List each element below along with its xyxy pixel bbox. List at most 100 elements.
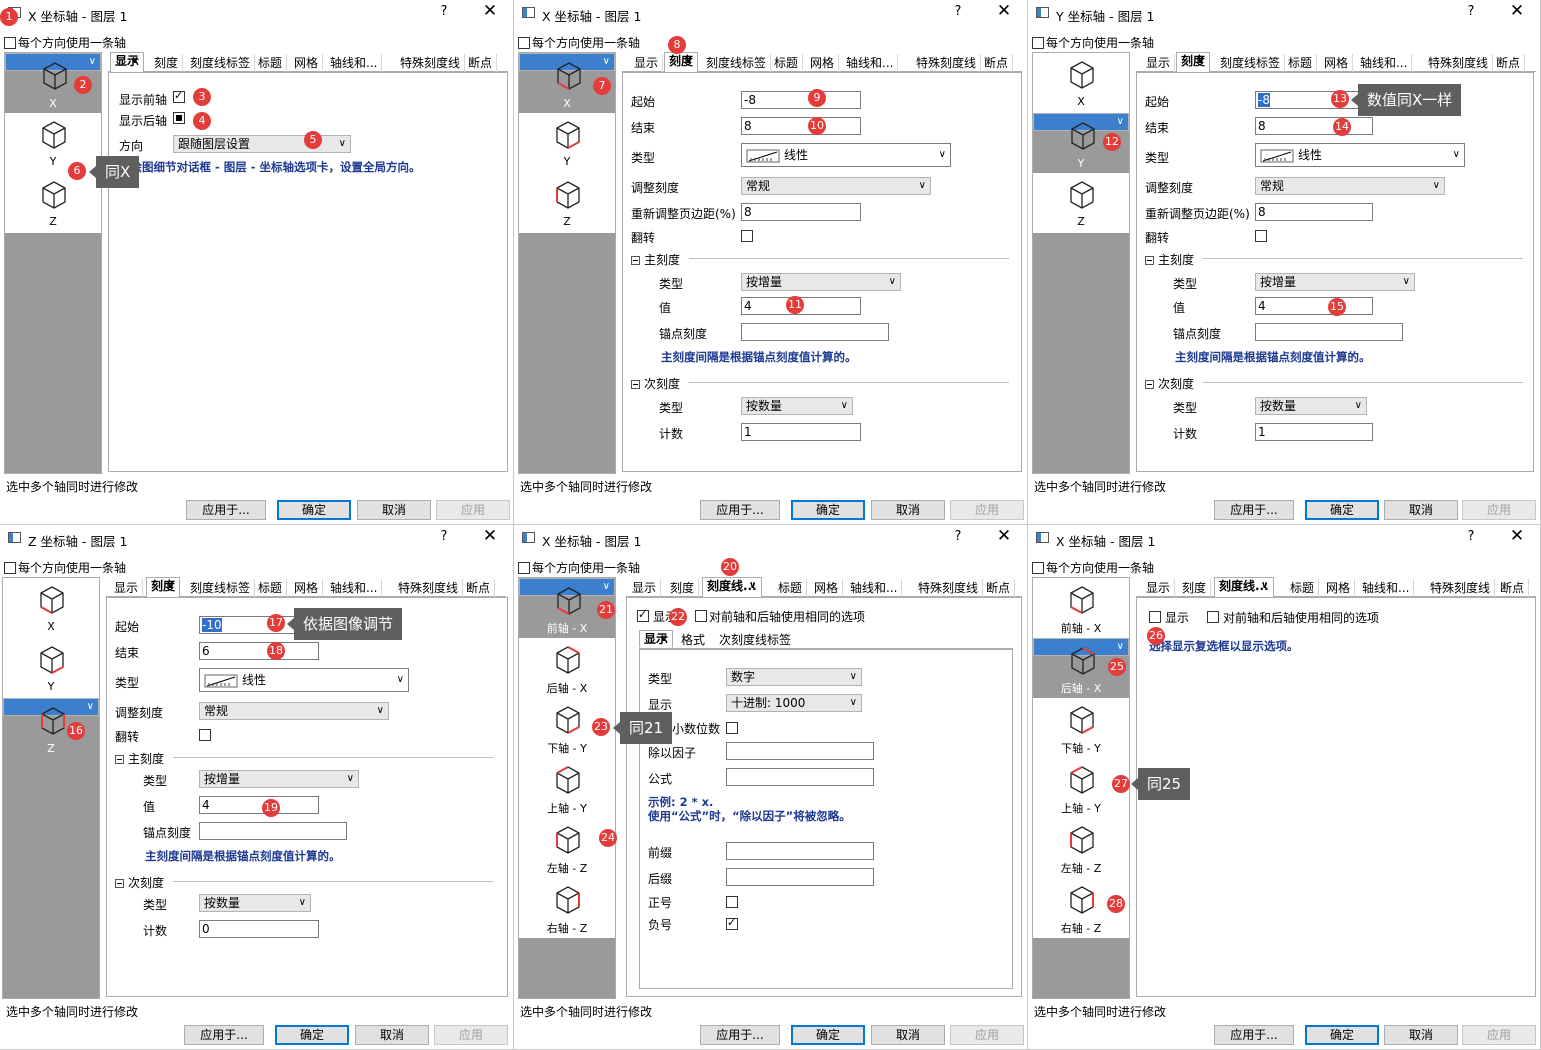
axis-item-back-x[interactable]: 后轴 - X	[1033, 638, 1129, 695]
tab-tick-labels[interactable]: 刻度线标签	[186, 54, 256, 72]
show-checkbox[interactable]	[637, 608, 649, 622]
tab-display[interactable]: 显示	[110, 579, 144, 597]
same-options-checkbox[interactable]	[1207, 611, 1219, 623]
tab-title[interactable]: 标题	[774, 579, 808, 597]
axis-item-left-z[interactable]: 左轴 - Z	[519, 818, 615, 878]
axis-item-bottom-y[interactable]: 下轴 - Y	[1033, 698, 1129, 758]
same-axis-checkbox-row[interactable]: 每个方向使用一条轴	[1032, 34, 1154, 51]
same-axis-checkbox-row[interactable]: 每个方向使用一条轴	[4, 34, 126, 51]
axis-item-x[interactable]: X	[519, 53, 615, 110]
tab-grid[interactable]: 网格	[806, 54, 840, 72]
help-button[interactable]: ?	[1467, 529, 1475, 544]
tab-display[interactable]: 显示	[110, 52, 145, 73]
subtab-display[interactable]: 显示	[639, 630, 674, 648]
axis-item-y[interactable]: Y	[1033, 113, 1129, 170]
ok-button[interactable]: 确定	[277, 500, 351, 520]
show-back-checkbox[interactable]	[173, 112, 185, 124]
minor-count-input[interactable]: 1	[741, 423, 861, 441]
tab-display[interactable]: 显示	[1142, 54, 1176, 72]
tab-special-ticks[interactable]: 特殊刻度线	[1424, 54, 1494, 72]
reverse-checkbox[interactable]	[199, 729, 211, 741]
minor-group-header[interactable]: 次刻度	[631, 375, 680, 392]
anchor-input[interactable]	[199, 822, 347, 840]
axis-item-right-z[interactable]: 右轴 - Z	[1033, 878, 1129, 938]
apply-to-button[interactable]: 应用于...	[700, 500, 780, 520]
close-button[interactable]: ✕	[482, 526, 498, 546]
minor-count-input[interactable]: 1	[1255, 423, 1373, 441]
anchor-input[interactable]	[1255, 323, 1403, 341]
tab-title[interactable]: 标题	[1284, 54, 1318, 72]
close-button[interactable]: ✕	[996, 1, 1012, 21]
help-button[interactable]: ?	[954, 4, 962, 19]
reverse-checkbox[interactable]	[741, 230, 753, 242]
tab-special-ticks[interactable]: 特殊刻度线	[914, 579, 984, 597]
tab-title[interactable]: 标题	[1286, 579, 1320, 597]
same-options-checkbox[interactable]	[695, 610, 707, 622]
axis-item-y[interactable]: Y	[5, 113, 101, 173]
same-axis-checkbox-row[interactable]: 每个方向使用一条轴	[518, 559, 640, 576]
apply-button[interactable]: 应用	[434, 1025, 508, 1045]
apply-button[interactable]: 应用	[1462, 1025, 1536, 1045]
help-button[interactable]: ?	[954, 529, 962, 544]
tab-scale[interactable]: 刻度	[664, 52, 699, 73]
scale-type-select[interactable]: 线性	[1255, 143, 1465, 167]
rescale-margin-input[interactable]: 8	[1255, 203, 1373, 221]
tab-axis-lines[interactable]: 轴线和...	[842, 54, 899, 72]
ok-button[interactable]: 确定	[1305, 1025, 1379, 1045]
tab-breaks[interactable]: 断点	[1496, 579, 1530, 597]
tab-breaks[interactable]: 断点	[982, 579, 1016, 597]
tab-scale[interactable]: 刻度	[150, 54, 184, 72]
prefix-input[interactable]	[726, 842, 874, 860]
end-input[interactable]: 8	[1255, 117, 1373, 135]
close-button[interactable]: ✕	[1509, 1, 1525, 21]
apply-button[interactable]: 应用	[950, 500, 1024, 520]
tab-axis-lines[interactable]: 轴线和...	[326, 579, 383, 597]
major-group-header[interactable]: 主刻度	[115, 750, 164, 767]
same-axis-checkbox-row[interactable]: 每个方向使用一条轴	[1032, 559, 1154, 576]
tab-title[interactable]: 标题	[770, 54, 804, 72]
axis-item-top-y[interactable]: 上轴 - Y	[1033, 758, 1129, 818]
tab-tick-labels[interactable]: 刻度线标签	[1216, 54, 1286, 72]
axis-item-left-z[interactable]: 左轴 - Z	[1033, 818, 1129, 878]
tab-tick-labels[interactable]: 刻度线标签	[186, 579, 256, 597]
tab-special-ticks[interactable]: 特殊刻度线	[394, 579, 464, 597]
tab-scale[interactable]: 刻度	[666, 579, 700, 597]
same-axis-checkbox-row[interactable]: 每个方向使用一条轴	[4, 559, 126, 576]
tab-grid[interactable]: 网格	[810, 579, 844, 597]
tab-axis-lines[interactable]: 轴线和...	[1358, 579, 1415, 597]
cancel-button[interactable]: 取消	[871, 500, 945, 520]
apply-to-button[interactable]: 应用于...	[1214, 500, 1294, 520]
tab-title[interactable]: 标题	[254, 54, 288, 72]
suffix-input[interactable]	[726, 868, 874, 886]
apply-button[interactable]: 应用	[436, 500, 510, 520]
rescale-select[interactable]: 常规	[741, 177, 931, 195]
apply-button[interactable]: 应用	[950, 1025, 1024, 1045]
tab-breaks[interactable]: 断点	[1492, 54, 1526, 72]
minor-group-header[interactable]: 次刻度	[115, 874, 164, 891]
tab-scale[interactable]: 刻度	[146, 577, 181, 598]
axis-item-z[interactable]: Z	[519, 173, 615, 233]
cancel-button[interactable]: 取消	[871, 1025, 945, 1045]
rescale-select[interactable]: 常规	[1255, 177, 1445, 195]
close-button[interactable]: ✕	[482, 1, 498, 21]
close-button[interactable]: ✕	[1509, 526, 1525, 546]
apply-to-button[interactable]: 应用于...	[700, 1025, 780, 1045]
subtab-format[interactable]: 格式	[681, 633, 706, 647]
same-axis-checkbox-row[interactable]: 每个方向使用一条轴	[518, 34, 640, 51]
same-axis-checkbox[interactable]	[4, 36, 16, 49]
axis-item-x[interactable]: X	[3, 578, 99, 638]
axis-item-z[interactable]: Z	[5, 173, 101, 233]
ok-button[interactable]: 确定	[275, 1025, 349, 1045]
cancel-button[interactable]: 取消	[355, 1025, 429, 1045]
apply-to-button[interactable]: 应用于...	[186, 500, 266, 520]
tab-grid[interactable]: 网格	[290, 54, 324, 72]
major-group-header[interactable]: 主刻度	[1145, 251, 1194, 268]
minor-count-input[interactable]: 0	[199, 920, 319, 938]
end-input[interactable]: 8	[741, 117, 861, 135]
tab-grid[interactable]: 网格	[1320, 54, 1354, 72]
formula-input[interactable]	[726, 768, 874, 786]
same-axis-checkbox[interactable]	[4, 561, 16, 574]
display-select[interactable]: 十进制: 1000	[726, 694, 862, 712]
show-checkbox[interactable]	[1149, 611, 1161, 623]
end-input[interactable]: 6	[199, 642, 319, 660]
